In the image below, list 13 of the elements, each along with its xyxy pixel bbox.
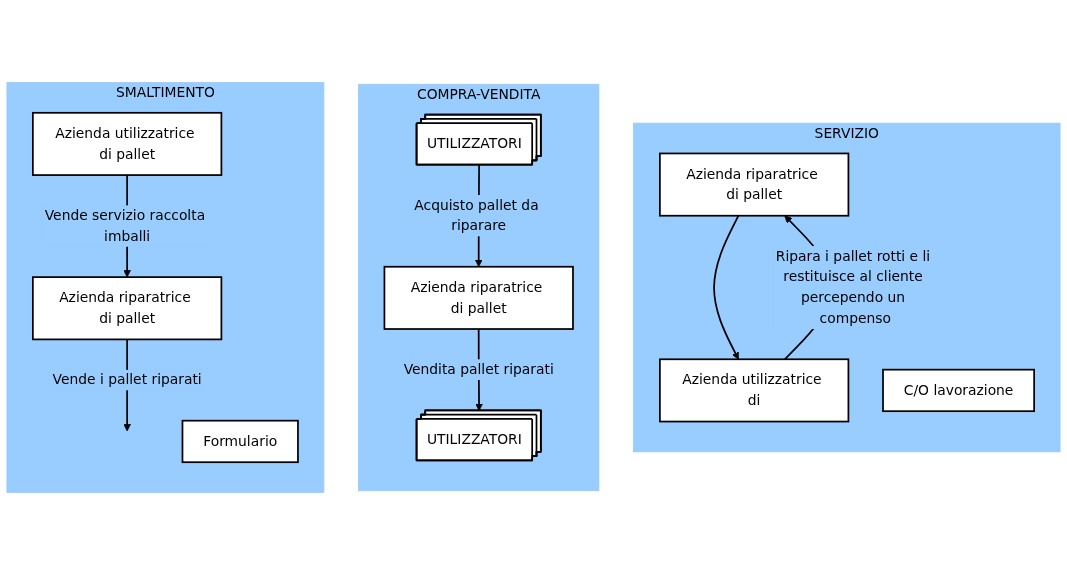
node-box: Formulario <box>181 419 299 464</box>
edge-label: Acquisto pallet da riparare <box>414 196 539 234</box>
node-box: Azienda riparatrice di pallet <box>383 265 574 330</box>
node-box: Azienda utilizzatrice di pallet <box>32 111 223 176</box>
node-box: Azienda utilizzatrice di <box>659 358 850 423</box>
node-box: Azienda riparatrice di pallet <box>32 276 223 341</box>
node-box: C/O lavorazione <box>882 368 1035 413</box>
edge-label: Vende servizio raccolta imballi <box>44 207 206 245</box>
edge-label: Ripara i pallet rotti e li restituisce al cliente percependo un compenso <box>775 247 931 327</box>
edge-label: Vende i pallet riparati <box>52 371 202 388</box>
arrow <box>713 214 740 360</box>
edge-label: Vendita pallet riparati <box>403 361 554 378</box>
node-box: Azienda riparatrice di pallet <box>659 152 850 217</box>
